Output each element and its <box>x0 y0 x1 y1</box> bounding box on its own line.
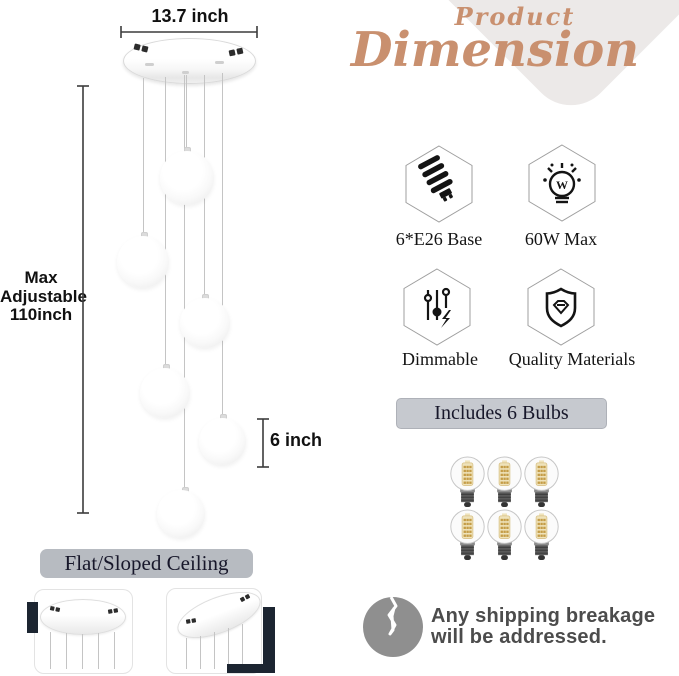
canopy-width-label: 13.7 inch <box>151 6 229 26</box>
pendant-globe <box>160 151 214 205</box>
pendant-cord <box>165 77 166 368</box>
bulb-grid <box>449 456 560 562</box>
mini-cord <box>82 634 83 669</box>
shipping-message-line1: Any shipping breakage <box>431 605 656 627</box>
mini-cord <box>200 636 201 669</box>
svg-text:W: W <box>556 178 568 192</box>
flat-canopy-image <box>40 599 126 635</box>
bulb-image <box>524 456 559 508</box>
dimmer-sliders-icon <box>403 268 471 346</box>
bulb-image <box>487 509 522 561</box>
pendant-globe <box>199 418 246 465</box>
pendant-globe <box>140 368 190 418</box>
ceiling-canopy <box>123 38 256 84</box>
pendant-globe <box>117 236 169 288</box>
shield-gem-icon <box>527 268 595 346</box>
feature-label: 60W Max <box>524 229 598 249</box>
canopy-disc <box>123 38 256 84</box>
bulb-image <box>487 456 522 508</box>
feature-label: 6*E26 Base <box>395 229 483 249</box>
globe-diameter-dimension-line <box>257 418 269 468</box>
mini-cord <box>242 624 243 664</box>
max-height-label: Max Adjustable 110inch <box>0 268 87 325</box>
shipping-message-line2: will be addressed. <box>431 626 607 648</box>
mini-cord <box>66 633 67 669</box>
pendant-cord <box>186 75 187 152</box>
title-product: Product <box>454 2 576 31</box>
canopy-screw <box>215 61 224 64</box>
cfl-bulb-icon <box>405 145 473 223</box>
mini-cord <box>98 633 99 669</box>
title-dimension: Dimension <box>350 22 640 78</box>
bulb-image <box>450 509 485 561</box>
sloped-wall-bracket-vertical <box>263 607 275 672</box>
includes-bulbs-button[interactable]: Includes 6 Bulbs <box>396 398 607 429</box>
feature-label: Dimmable <box>402 349 478 369</box>
mini-cord <box>50 632 51 669</box>
mini-cord <box>114 632 115 669</box>
flat-sloped-ceiling-button[interactable]: Flat/Sloped Ceiling <box>40 549 253 578</box>
mini-cord <box>214 632 215 669</box>
bulb-image <box>524 509 559 561</box>
pendant-cord <box>184 75 185 491</box>
mini-cord <box>228 628 229 666</box>
pendant-globe <box>180 298 230 348</box>
canopy-width-dimension-line <box>120 26 258 38</box>
max-height-dimension-line <box>77 85 89 514</box>
globe-diameter-label: 6 inch <box>270 430 323 450</box>
canopy-screw <box>145 63 154 66</box>
wall-segment <box>27 602 38 633</box>
pendant-cord <box>143 78 144 236</box>
cracked-circle-icon <box>363 596 423 657</box>
pendant-cord <box>222 73 223 418</box>
mini-cord <box>186 638 187 669</box>
feature-label: Quality Materials <box>508 349 636 369</box>
canopy-screw <box>182 71 189 74</box>
sloped-wall-bracket-horizontal <box>227 664 275 673</box>
bulb-watt-icon: W <box>528 144 596 222</box>
bulb-image <box>450 456 485 508</box>
pendant-globe <box>157 490 205 538</box>
